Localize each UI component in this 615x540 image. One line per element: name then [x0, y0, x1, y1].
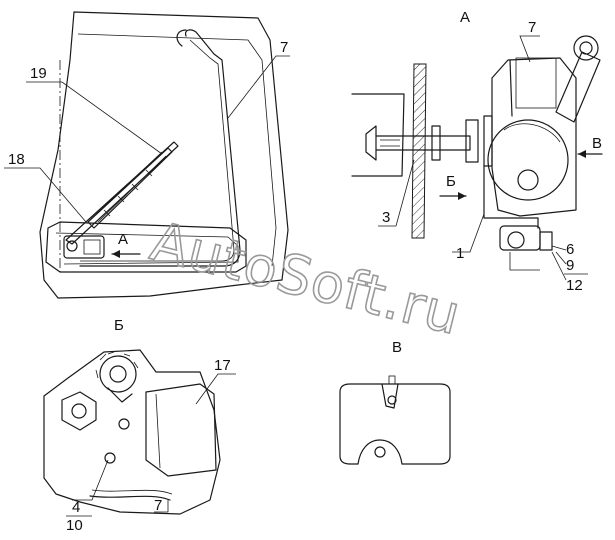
- callout-7-main: 7: [280, 39, 288, 56]
- mount-plate: [339, 383, 451, 465]
- crank-arm: [555, 51, 601, 123]
- callout-7-a: 7: [528, 19, 536, 36]
- callout-3: 3: [382, 209, 390, 226]
- leader-3: [378, 159, 415, 227]
- callout-17: 17: [214, 357, 231, 374]
- plate-slot: [381, 383, 399, 409]
- leader-19: [26, 81, 163, 155]
- motor-seam: [509, 59, 513, 117]
- wiper-pivot: [66, 240, 78, 252]
- plate-hole-bottom: [374, 446, 386, 458]
- mount-nut-bore: [71, 403, 87, 419]
- wiper-blade: [87, 147, 173, 229]
- cover-plate-edge: [155, 393, 161, 469]
- callout-19: 19: [30, 65, 47, 82]
- leader-4-10: [72, 459, 109, 501]
- lower-nut: [507, 231, 525, 249]
- leader-7-b: [154, 500, 169, 513]
- cab-outer-panel: [39, 11, 289, 299]
- leader-17: [195, 373, 236, 405]
- callout-1: 1: [456, 245, 464, 262]
- leader-6-9-12: [551, 245, 567, 281]
- nut: [465, 119, 479, 163]
- wiper-blade-ribs: [91, 151, 167, 223]
- view-v-arrow-head: [578, 150, 586, 158]
- washer-tube-inner: [80, 39, 235, 262]
- view-b: Б 17 4 10 7: [43, 317, 236, 534]
- view-v: В: [339, 339, 451, 465]
- crank-eye: [573, 35, 599, 61]
- cab-inner-edge: [77, 33, 277, 267]
- lower-bracket: [483, 165, 539, 229]
- bolt-shaft: [375, 135, 471, 151]
- leader-7-main: [227, 55, 290, 119]
- window-frame: [45, 221, 247, 273]
- main-view: А 19 18 7: [4, 11, 290, 299]
- plate-tab: [388, 375, 396, 385]
- view-a-arrow-label: А: [118, 231, 128, 248]
- link-arm: [107, 387, 133, 403]
- view-a-arrow-head: [112, 250, 120, 258]
- bolt-thread: [380, 139, 400, 147]
- view-a-title: А: [460, 9, 470, 26]
- tube-hook: [176, 29, 187, 47]
- gear-teeth: [95, 351, 139, 379]
- callout-7-b: 7: [154, 497, 162, 514]
- callout-18: 18: [8, 151, 25, 168]
- view-v-arrow-label: В: [592, 135, 602, 152]
- disc-arc: [503, 123, 561, 143]
- mount-nut: [61, 391, 97, 431]
- gear: [99, 355, 137, 393]
- view-a: А В Б: [351, 9, 603, 294]
- tube-b-inner: [91, 489, 173, 495]
- crank-eye-inner: [579, 41, 593, 55]
- callout-4: 4: [72, 499, 80, 516]
- leader-1: [452, 213, 485, 253]
- view-v-title: В: [392, 339, 402, 356]
- leader-18: [4, 167, 87, 223]
- motor-disc: [487, 119, 569, 201]
- tube-b-outer: [89, 495, 171, 501]
- cover-plate: [145, 383, 217, 477]
- wall-section: [411, 63, 427, 239]
- screw-upper: [118, 418, 130, 430]
- callout-6: 6: [566, 241, 574, 258]
- screw-lower: [104, 452, 116, 464]
- callout-10: 10: [66, 517, 83, 534]
- wiper-motor: [63, 235, 105, 259]
- lower-bolt-end: [539, 231, 553, 251]
- housing-outline: [43, 349, 221, 515]
- leader-7-a: [519, 35, 540, 63]
- view-b-title: Б: [114, 317, 124, 334]
- washer-left: [431, 125, 441, 161]
- window-frame-inner: [55, 232, 239, 265]
- motor-disc-hub: [517, 169, 539, 191]
- washer-tube-outer: [79, 29, 241, 267]
- callout-9: 9: [566, 257, 574, 274]
- plate-hole-top: [387, 395, 397, 405]
- view-b-arrow-head: [458, 192, 466, 200]
- view-b-arrow-label: Б: [446, 173, 456, 190]
- motor-cover: [515, 57, 557, 109]
- bolt-head: [365, 125, 377, 161]
- wiper-motor-cap: [83, 239, 101, 255]
- mount-block: [351, 93, 405, 177]
- gear-hub: [109, 365, 127, 383]
- callout-12: 12: [566, 277, 583, 294]
- lower-foot: [509, 252, 540, 271]
